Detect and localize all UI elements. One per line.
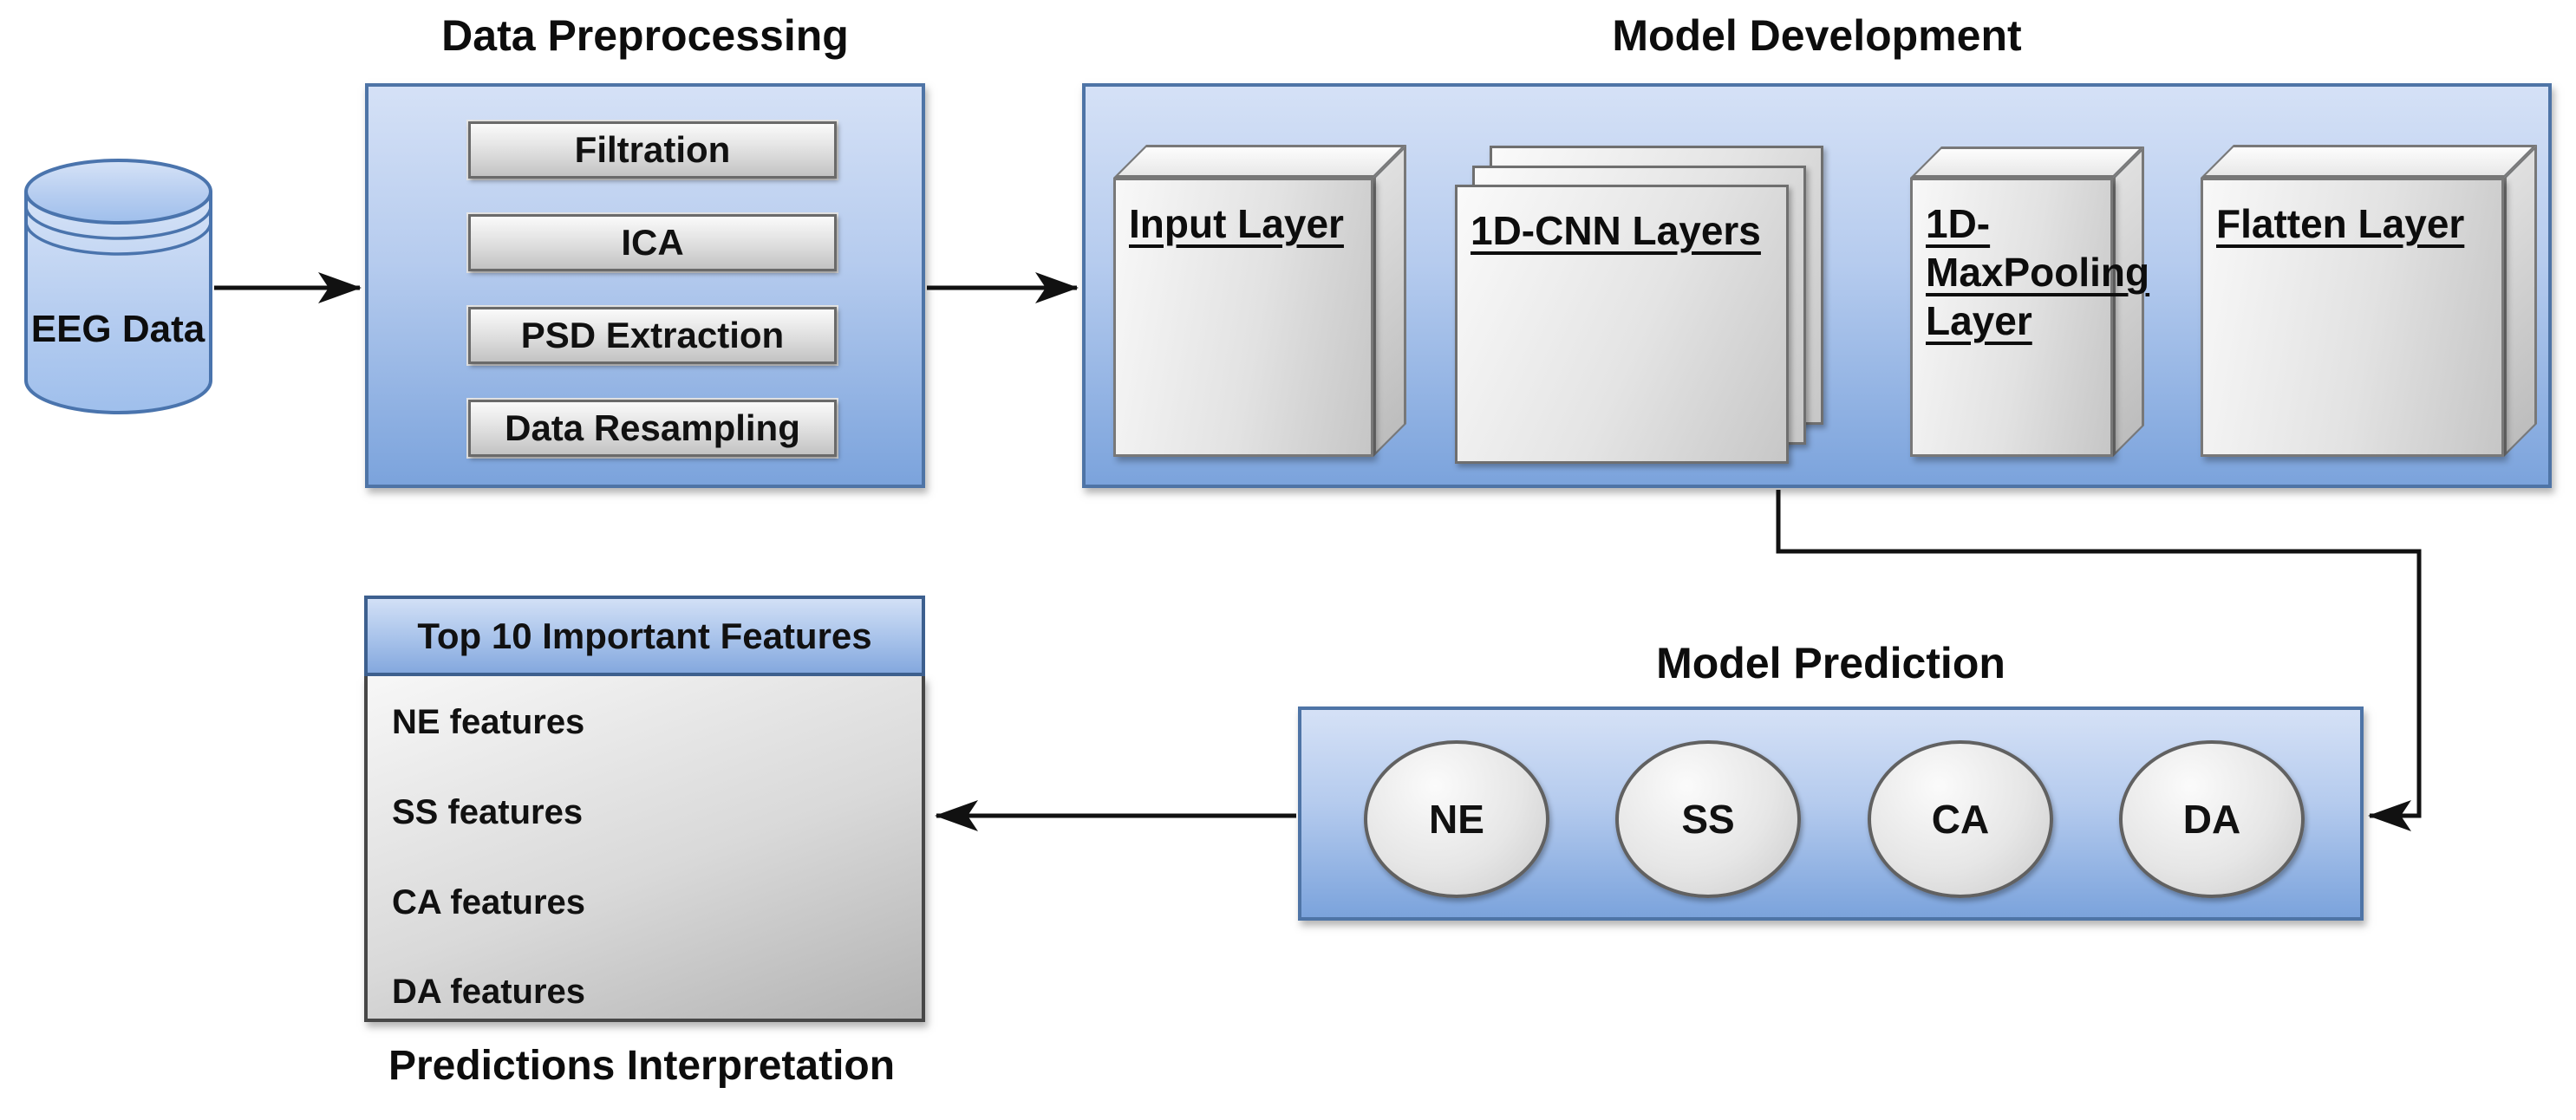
step-psd-extraction: PSD Extraction (468, 307, 837, 364)
features-body: NE features SS features CA features DA f… (364, 676, 925, 1022)
features-header: Top 10 Important Features (364, 596, 925, 676)
cuboid-right-face (1373, 145, 1406, 457)
feature-item-ne: NE features (392, 703, 585, 741)
cylinder-top (24, 159, 212, 225)
preprocessing-panel: Filtration ICA PSD Extraction Data Resam… (365, 83, 925, 488)
cuboid-top-face (1113, 145, 1406, 178)
title-model-development: Model Development (1612, 11, 2022, 60)
cuboid-front-face: 1D-MaxPooling Layer (1910, 178, 2150, 457)
layer-maxpooling-label: 1D-MaxPooling Layer (1926, 201, 2150, 344)
features-box: Top 10 Important Features NE features SS… (364, 596, 925, 1022)
step-ica: ICA (468, 214, 837, 271)
cuboid-top-face (1910, 147, 2144, 178)
feature-item-da: DA features (392, 973, 586, 1011)
feature-item-ca: CA features (392, 883, 586, 921)
eeg-data-label: EEG Data (31, 308, 205, 350)
step-data-resampling: Data Resampling (468, 400, 837, 457)
cuboid-right-face (2113, 147, 2144, 457)
class-ellipse-ca: CA (1868, 740, 2053, 898)
cuboid-top-face (2201, 145, 2537, 178)
title-data-preprocessing: Data Preprocessing (441, 11, 849, 60)
caption-predictions-interpretation: Predictions Interpretation (388, 1043, 896, 1089)
class-ellipse-ss: SS (1615, 740, 1801, 898)
layer-cnn-stack: 1D-CNN Layers (1455, 146, 1823, 464)
cylinder-ring-1 (24, 205, 212, 240)
prediction-panel: NE SS CA DA (1298, 707, 2364, 921)
eeg-database-cylinder: EEG Data (24, 159, 212, 414)
feature-item-ss: SS features (392, 793, 584, 831)
cuboid-right-face (2504, 145, 2537, 457)
class-ellipse-ne: NE (1364, 740, 1549, 898)
cylinder-ring-2 (24, 221, 212, 256)
cuboid-front-face: Input Layer (1113, 178, 1373, 457)
class-ellipse-da: DA (2119, 740, 2305, 898)
cnn-sheet-front: 1D-CNN Layers (1455, 185, 1789, 464)
step-filtration: Filtration (468, 121, 837, 179)
layer-input-label: Input Layer (1129, 201, 1344, 246)
title-model-prediction: Model Prediction (1656, 639, 2005, 687)
layer-flatten-label: Flatten Layer (2216, 201, 2465, 246)
layer-cnn-label: 1D-CNN Layers (1471, 208, 1761, 253)
cuboid-front-face: Flatten Layer (2201, 178, 2504, 457)
cylinder-body (24, 192, 212, 414)
